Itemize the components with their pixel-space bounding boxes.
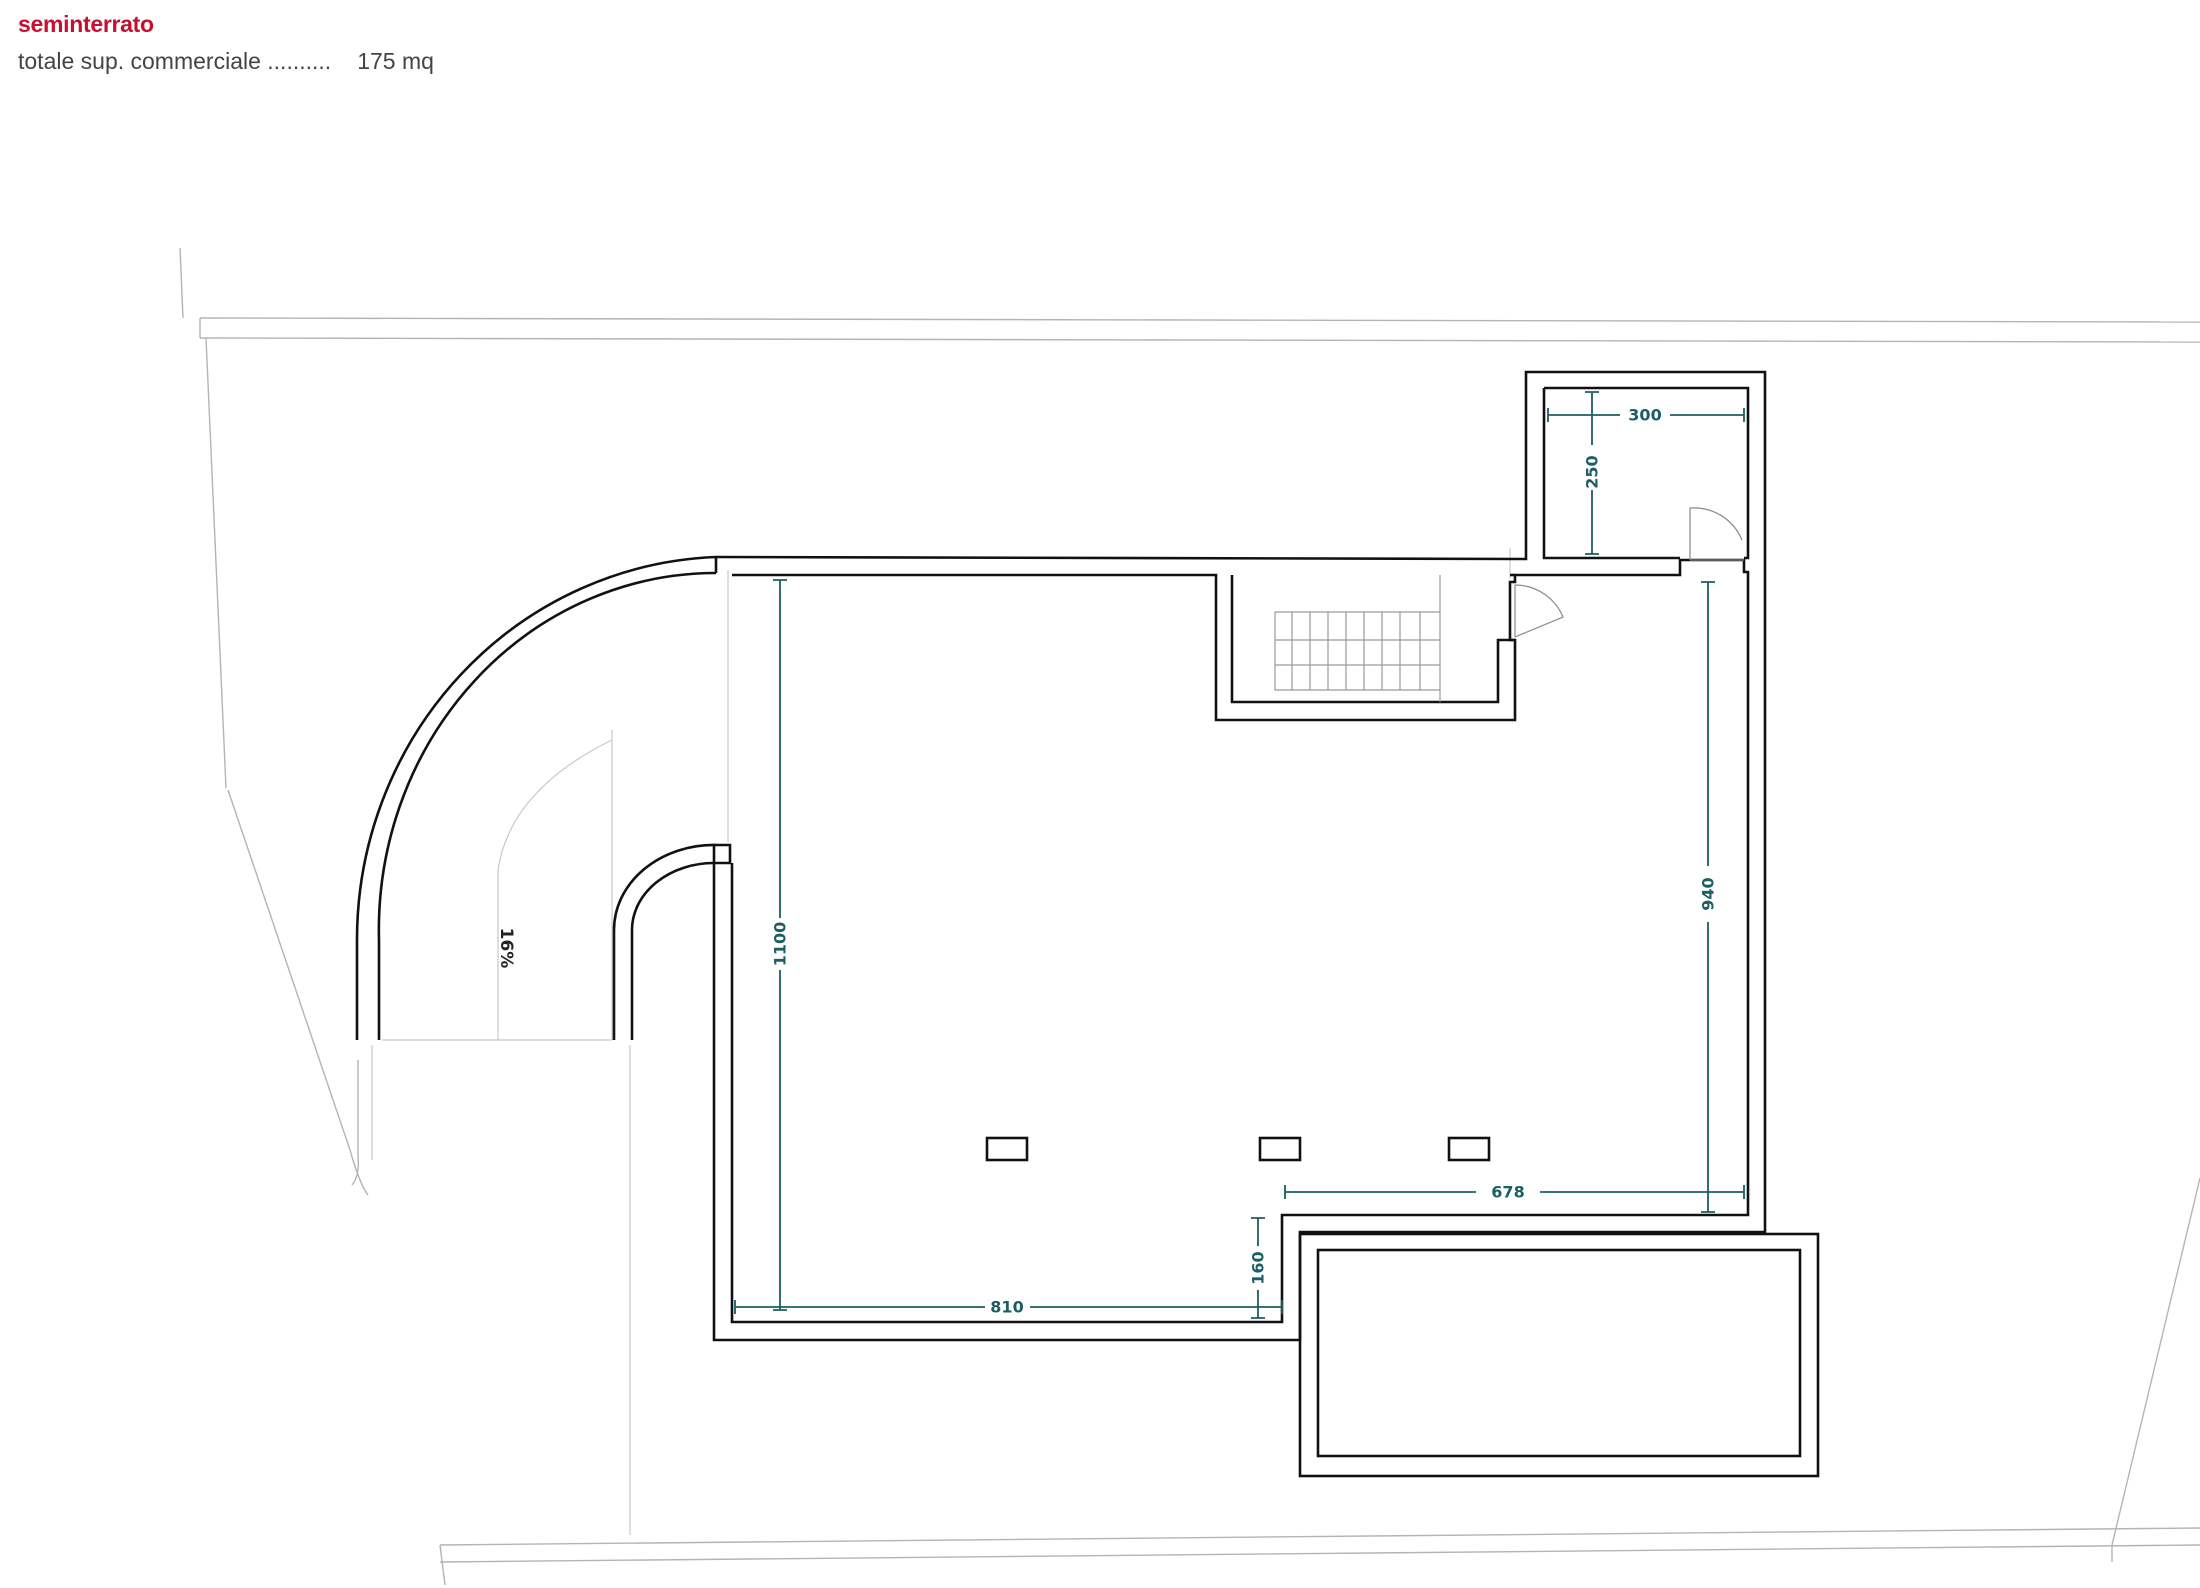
area-label: totale sup. commerciale .......... xyxy=(18,48,332,74)
ramp-slope-label: 16% xyxy=(496,928,516,969)
dim-300: 300 xyxy=(1628,406,1661,425)
dim-1100: 1100 xyxy=(771,922,790,967)
storage-room-wall xyxy=(1542,386,1750,560)
site-boundary xyxy=(179,247,2200,1586)
columns xyxy=(985,1136,1491,1162)
plan-header: seminterrato totale sup. commerciale ...… xyxy=(18,10,434,76)
stairwell-wall xyxy=(1230,575,1515,704)
dimension-labels: 300 250 1100 940 678 810 160 16% xyxy=(496,406,1718,1317)
outer-wall xyxy=(712,370,1767,1342)
dim-810: 810 xyxy=(990,1298,1023,1317)
column xyxy=(1447,1136,1491,1162)
dim-678: 678 xyxy=(1491,1183,1524,1202)
area-value: 175 mq xyxy=(357,48,434,74)
dimension-lines xyxy=(734,391,1745,1319)
column xyxy=(985,1136,1029,1162)
inner-wall xyxy=(730,558,1750,1324)
staircase xyxy=(1274,575,1441,702)
dim-250: 250 xyxy=(1583,455,1602,488)
dim-940: 940 xyxy=(1699,877,1718,910)
doors xyxy=(1514,507,1744,638)
column xyxy=(1258,1136,1302,1162)
ramp-guides xyxy=(371,548,1511,1535)
floor-title: seminterrato xyxy=(18,11,154,37)
dim-160: 160 xyxy=(1249,1251,1268,1284)
commercial-area-line: totale sup. commerciale .......... 175 mq xyxy=(18,46,434,76)
pool xyxy=(1298,1232,1820,1478)
curved-ramp-walls xyxy=(355,555,732,1040)
